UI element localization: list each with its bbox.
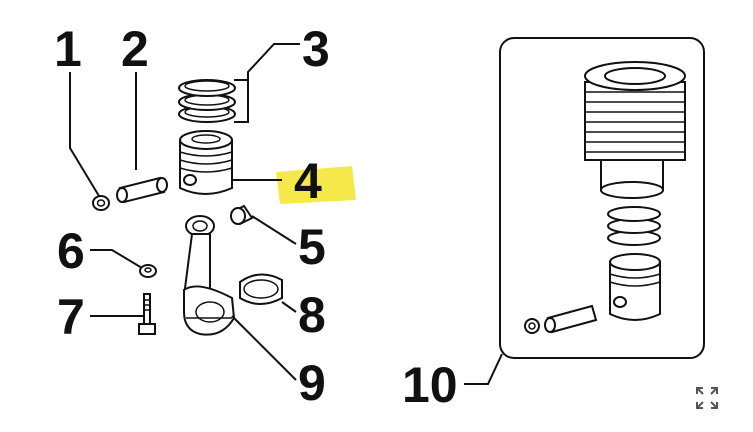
part-circlip[interactable] — [92, 195, 110, 211]
highlight-callout-4 — [276, 166, 356, 204]
part-kit-circlip — [524, 318, 540, 334]
callout-2: 2 — [121, 21, 149, 77]
leader-lines — [69, 43, 503, 385]
callout-9: 9 — [298, 355, 326, 411]
part-kit-pin — [544, 304, 598, 334]
callout-3: 3 — [302, 21, 330, 77]
callout-4: 4 — [294, 153, 322, 209]
part-bearing-shell[interactable] — [239, 273, 283, 305]
callout-10: 10 — [402, 357, 458, 413]
part-piston-rings[interactable] — [178, 79, 236, 123]
part-piston[interactable] — [179, 130, 233, 195]
callout-7: 7 — [57, 289, 85, 345]
part-cylinder — [584, 61, 686, 199]
part-kit-piston — [609, 253, 661, 321]
expand-icon[interactable] — [694, 385, 720, 411]
callout-1: 1 — [54, 21, 82, 77]
part-connecting-rod[interactable] — [182, 215, 236, 336]
part-nut[interactable] — [139, 264, 157, 278]
part-bolt[interactable] — [138, 293, 156, 335]
expand-icon-glyph — [696, 387, 718, 409]
part-kit-rings — [607, 206, 661, 246]
cylinder-kit-box[interactable] — [499, 37, 705, 359]
callout-5: 5 — [298, 219, 326, 275]
callout-8: 8 — [298, 287, 326, 343]
part-piston-pin[interactable] — [116, 176, 168, 204]
callout-6: 6 — [57, 223, 85, 279]
part-small-end-bushing[interactable] — [230, 204, 254, 226]
